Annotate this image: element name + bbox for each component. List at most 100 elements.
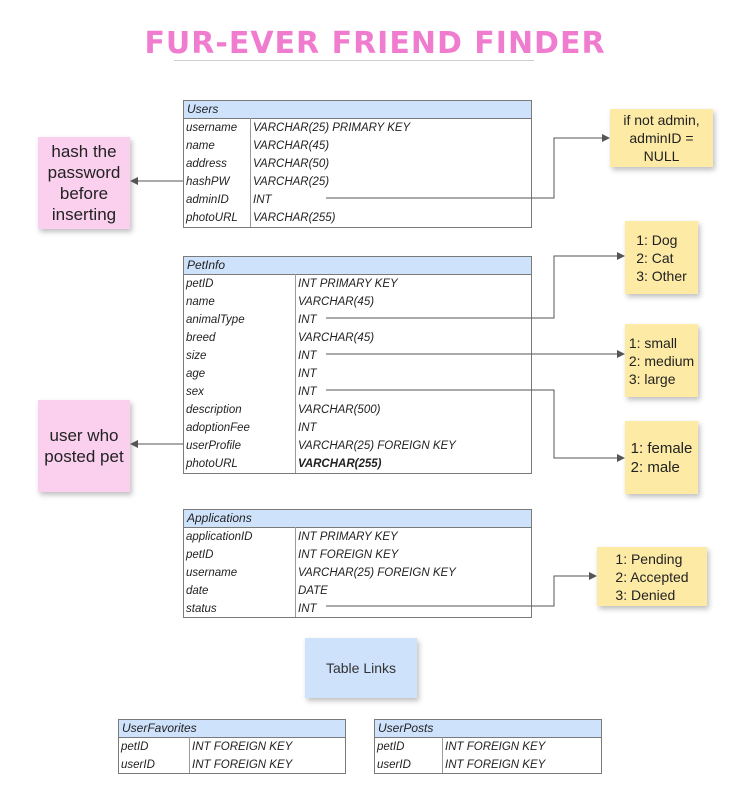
note-label: Table Links	[325, 660, 397, 676]
note-line: 1: Pending	[615, 550, 683, 567]
field-name: date	[186, 585, 209, 597]
note-line: user who	[49, 426, 119, 445]
field-type: INT PRIMARY KEY	[298, 531, 398, 543]
note-line: hash the	[51, 142, 117, 161]
field-name: photoURL	[186, 458, 238, 470]
note-hash-password[interactable]: hash the password before inserting	[38, 137, 130, 229]
note-size[interactable]: 1: small 2: medium 3: large	[625, 324, 698, 397]
field-type: INT	[298, 314, 317, 326]
field-type: INT	[298, 386, 317, 398]
field-name: adoptionFee	[186, 422, 250, 434]
field-name: size	[186, 350, 207, 362]
field-name: hashPW	[186, 176, 230, 188]
table-userfavorites-title: UserFavorites	[119, 720, 345, 738]
note-line: before	[59, 184, 109, 203]
note-line: 3: large	[628, 370, 676, 387]
table-row: userID INT FOREIGN KEY	[119, 756, 345, 774]
table-row: userID INT FOREIGN KEY	[375, 756, 601, 774]
page-title: FUR-EVER FRIEND FINDER	[144, 26, 606, 61]
field-type: VARCHAR(25) FOREIGN KEY	[298, 440, 456, 452]
field-name: age	[186, 368, 206, 380]
field-name: username	[186, 122, 238, 134]
table-row: applicationID INT PRIMARY KEY	[184, 528, 531, 546]
field-type: VARCHAR(45)	[298, 332, 375, 344]
column-divider	[250, 118, 251, 227]
note-line: 1: female	[630, 439, 693, 457]
field-name: address	[186, 158, 227, 170]
note-line: 2: Accepted	[615, 568, 689, 585]
note-line: password	[47, 163, 121, 182]
column-divider	[295, 274, 296, 473]
note-line: NULL	[643, 148, 680, 164]
note-line: if not admin,	[623, 112, 700, 128]
field-name: applicationID	[186, 531, 253, 543]
note-admin-null[interactable]: if not admin, adminID = NULL	[610, 109, 713, 167]
field-name: name	[186, 296, 215, 308]
field-name: petID	[377, 741, 405, 753]
table-row: name VARCHAR(45)	[184, 293, 531, 311]
field-name: sex	[186, 386, 204, 398]
table-row: sex INT	[184, 383, 531, 401]
column-divider	[442, 737, 443, 773]
table-row: petID INT PRIMARY KEY	[184, 275, 531, 293]
arrow-adminid-to-note	[326, 134, 610, 199]
field-type: VARCHAR(25) FOREIGN KEY	[298, 567, 456, 579]
field-type: INT PRIMARY KEY	[298, 278, 398, 290]
field-name: userProfile	[186, 440, 241, 452]
note-line: 2: male	[630, 458, 680, 476]
field-type: INT	[253, 194, 272, 206]
field-type: INT	[298, 368, 317, 380]
field-type: VARCHAR(45)	[298, 296, 375, 308]
table-applications[interactable]: Applications applicationID INT PRIMARY KE…	[183, 509, 532, 618]
note-line: adminID =	[629, 130, 694, 146]
note-line: 1: small	[628, 334, 678, 351]
field-type: INT FOREIGN KEY	[445, 759, 546, 771]
field-name: status	[186, 603, 217, 615]
table-row: status INT	[184, 600, 531, 618]
field-name: userID	[121, 759, 155, 771]
note-line: 2: Cat	[636, 249, 674, 266]
field-type: VARCHAR(45)	[253, 140, 330, 152]
column-divider	[189, 737, 190, 773]
note-status[interactable]: 1: Pending 2: Accepted 3: Denied	[597, 547, 707, 606]
table-row: adoptionFee INT	[184, 419, 531, 437]
note-user-posted-pet[interactable]: user who posted pet	[38, 400, 130, 492]
field-type: INT FOREIGN KEY	[298, 549, 399, 561]
field-name: adminID	[186, 194, 229, 206]
note-line: 3: Denied	[615, 586, 676, 603]
table-row: userProfile VARCHAR(25) FOREIGN KEY	[184, 437, 531, 455]
field-type: INT	[298, 422, 317, 434]
note-table-links[interactable]: Table Links	[305, 638, 417, 698]
title-underline	[174, 60, 534, 61]
field-name: name	[186, 140, 215, 152]
note-line: 1: Dog	[636, 231, 678, 248]
field-type: INT FOREIGN KEY	[192, 759, 293, 771]
note-animal-type[interactable]: 1: Dog 2: Cat 3: Other	[625, 221, 698, 294]
field-type: VARCHAR(50)	[253, 158, 330, 170]
field-name: petID	[186, 278, 214, 290]
field-type: INT	[298, 603, 317, 615]
table-row: address VARCHAR(50)	[184, 155, 531, 173]
table-row: name VARCHAR(45)	[184, 137, 531, 155]
note-line: 2: medium	[628, 352, 695, 369]
field-name: userID	[377, 759, 411, 771]
arrow-status-to-note	[326, 572, 597, 607]
note-sex[interactable]: 1: female 2: male	[625, 421, 698, 494]
table-applications-title: Applications	[184, 510, 531, 528]
